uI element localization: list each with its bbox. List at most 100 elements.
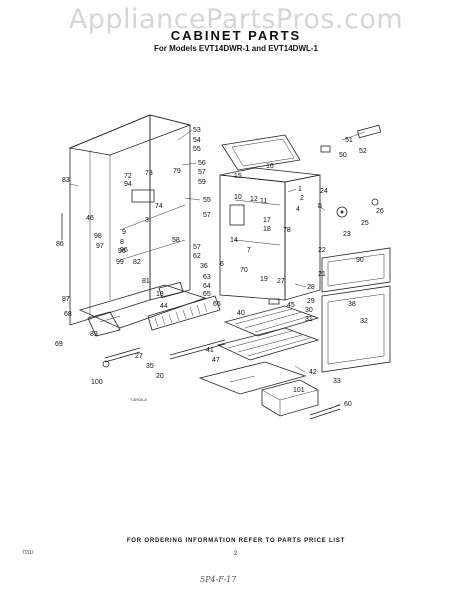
callout-label: 58 — [172, 237, 180, 244]
callout-label: 13 — [156, 291, 164, 298]
top-panel — [221, 134, 301, 171]
callout-label: 86 — [56, 241, 64, 248]
fresh-food-door — [321, 285, 391, 373]
callout-label: 47 — [212, 357, 220, 364]
callout-label: 5 — [318, 203, 322, 210]
callout-label: 55 — [193, 146, 201, 153]
callout-label: 65 — [203, 291, 211, 298]
callout-label: 40 — [237, 310, 245, 317]
callout-label: 62 — [193, 253, 201, 260]
liner — [219, 167, 321, 301]
callout-label: 24 — [320, 188, 328, 195]
callout-label: 26 — [376, 208, 384, 215]
callout-label: 87 — [62, 296, 70, 303]
callout-label: 70 — [240, 267, 248, 274]
callout-label: 36 — [200, 263, 208, 270]
callout-label: 18 — [263, 226, 271, 233]
callout-label: 90 — [356, 257, 364, 264]
callout-label: 46 — [86, 215, 94, 222]
page-number: 2 — [234, 551, 238, 557]
callout-label: 89 — [90, 331, 98, 338]
callout-label: 57 — [203, 212, 211, 219]
callout-label: 98 — [94, 233, 102, 240]
callout-label: 94 — [124, 181, 132, 188]
callout-label: 78 — [283, 227, 291, 234]
callout-label: 64 — [203, 283, 211, 290]
callout-label: 9 — [122, 229, 126, 236]
callout-label: 28 — [307, 284, 315, 291]
callout-label: 20 — [156, 373, 164, 380]
callout-label: 45 — [287, 302, 295, 309]
page-title: CABINET PARTS — [170, 28, 302, 43]
freezer-door — [321, 247, 391, 293]
bottom-deck — [78, 284, 207, 337]
callout-label: 33 — [333, 378, 341, 385]
callout-label: 81 — [142, 278, 150, 285]
callout-label: 73 — [145, 170, 153, 177]
callout-label: 79 — [173, 168, 181, 175]
callout-label: 96 — [120, 247, 128, 254]
callout-label: 42 — [309, 369, 317, 376]
callout-label: 82 — [133, 259, 141, 266]
small-parts — [61, 124, 382, 368]
callout-label: 41 — [206, 347, 214, 354]
callout-label: 1 — [298, 186, 302, 193]
callout-label: 97 — [96, 243, 104, 250]
callout-label: 57 — [198, 169, 206, 176]
crisper-drawer — [261, 379, 319, 417]
callout-label: 23 — [343, 231, 351, 238]
callout-label: 69 — [55, 341, 63, 348]
callout-label: 72 — [124, 173, 132, 180]
callout-label: 96 — [118, 248, 126, 255]
callout-label: 101 — [293, 387, 305, 394]
callout-label: 27 — [277, 278, 285, 285]
callout-label: 68 — [64, 311, 72, 318]
callout-label: 8 — [120, 239, 124, 246]
callout-label: 17 — [263, 217, 271, 224]
page-subtitle: For Models EVT14DWR-1 and EVT14DWL-1 — [153, 44, 319, 53]
callout-label: 29 — [307, 298, 315, 305]
callout-label: 60 — [344, 401, 352, 408]
callout-label: 53 — [193, 127, 201, 134]
callout-label: 25 — [361, 220, 369, 227]
callout-label: 38 — [348, 301, 356, 308]
figure-code: T-B908-A — [130, 397, 147, 402]
callout-label: 15 — [234, 173, 242, 180]
page-code: 7/31/ — [22, 550, 34, 556]
crisper-cover — [198, 361, 307, 395]
callout-label: 7 — [247, 247, 251, 254]
callout-label: 63 — [203, 274, 211, 281]
callout-label: 11 — [260, 198, 267, 205]
callout-label: 10 — [234, 194, 242, 201]
ordering-info-note: FOR ORDERING INFORMATION REFER TO PARTS … — [126, 538, 346, 544]
callout-label: 52 — [359, 148, 367, 155]
callout-label: 16 — [266, 163, 274, 170]
callout-label: 3 — [145, 217, 149, 224]
callout-label: 2 — [300, 195, 304, 202]
handwritten-note: 5P4-F-17 — [200, 575, 237, 584]
callout-label: 44 — [160, 303, 168, 310]
shelves — [216, 305, 320, 361]
callout-label: 56 — [198, 160, 206, 167]
cabinet-shell — [68, 114, 192, 326]
callout-label: 31 — [305, 316, 313, 323]
callout-label: 74 — [155, 203, 163, 210]
callout-label: 54 — [193, 137, 201, 144]
bottom-rails — [104, 339, 341, 420]
callout-label: 55 — [203, 197, 211, 204]
callout-label: 27 — [135, 353, 143, 360]
callout-label: 21 — [318, 271, 326, 278]
callout-label: 51 — [345, 137, 353, 144]
callout-label: 30 — [305, 307, 313, 314]
callout-label: 83 — [62, 177, 70, 184]
callout-label: 35 — [146, 363, 154, 370]
callout-labels: 53 54 55 56 57 59 55 57 58 57 62 36 63 6… — [55, 127, 384, 408]
callout-label: 50 — [339, 152, 347, 159]
callout-label: 99 — [116, 259, 124, 266]
callout-label: 22 — [318, 247, 326, 254]
callout-label: 12 — [250, 196, 258, 203]
callout-label: 19 — [260, 276, 268, 283]
grille — [147, 295, 221, 331]
